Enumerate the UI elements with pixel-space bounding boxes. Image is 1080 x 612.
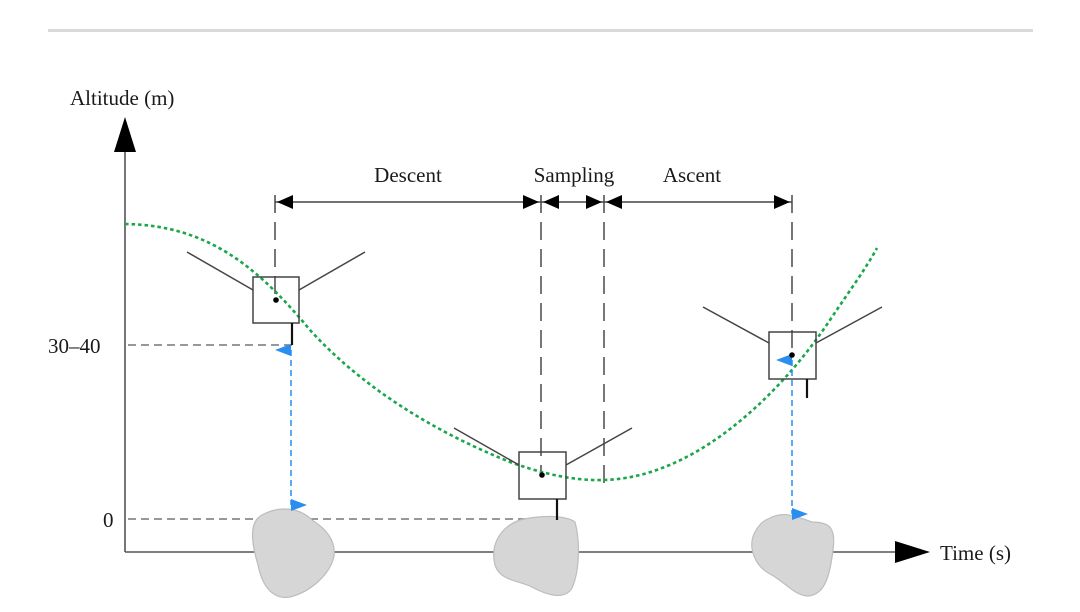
drone-body <box>518 451 567 500</box>
drone-arm-left <box>186 251 254 291</box>
drone-center-dot <box>273 297 279 303</box>
descent-arrow-left <box>277 195 293 209</box>
drone-arm-left <box>702 306 770 344</box>
y-axis-label: Altitude (m) <box>70 86 174 110</box>
x-axis-label: Time (s) <box>940 541 1011 565</box>
water-body-1 <box>251 508 335 598</box>
water-body-3 <box>751 514 835 597</box>
drone-arm-left <box>453 427 520 466</box>
y-tick-zero: 0 <box>103 508 114 532</box>
drone-arm-right <box>298 251 366 291</box>
drone-body <box>768 331 817 380</box>
ascent-arrow-left <box>606 195 622 209</box>
water-body-2 <box>493 515 580 596</box>
drone-end <box>702 306 883 398</box>
y-axis-arrowhead <box>114 117 136 152</box>
drone-arm-right <box>565 427 633 466</box>
sampling-arrow-left <box>543 195 559 209</box>
drone-arm-right <box>815 306 883 344</box>
phase-label-ascent: Ascent <box>663 163 721 187</box>
trajectory-curve <box>124 222 879 482</box>
water-bodies <box>251 508 835 598</box>
ascent-arrow-right <box>774 195 790 209</box>
drone-sampling <box>453 427 633 520</box>
top-divider <box>48 29 1033 32</box>
phase-label-sampling: Sampling <box>534 163 615 187</box>
drone-center-dot <box>789 352 795 358</box>
y-tick-hover-altitude: 30–40 <box>48 334 101 358</box>
x-axis-arrowhead <box>895 541 930 563</box>
phase-dimension-lines <box>275 195 792 209</box>
phase-label-descent: Descent <box>374 163 442 187</box>
drone-body <box>252 276 300 324</box>
y-axis <box>114 117 136 552</box>
drone-start <box>186 251 366 345</box>
sampling-arrow-right <box>586 195 602 209</box>
descent-arrow-right <box>523 195 539 209</box>
drone-center-dot <box>539 472 545 478</box>
phase-markers <box>274 195 793 490</box>
